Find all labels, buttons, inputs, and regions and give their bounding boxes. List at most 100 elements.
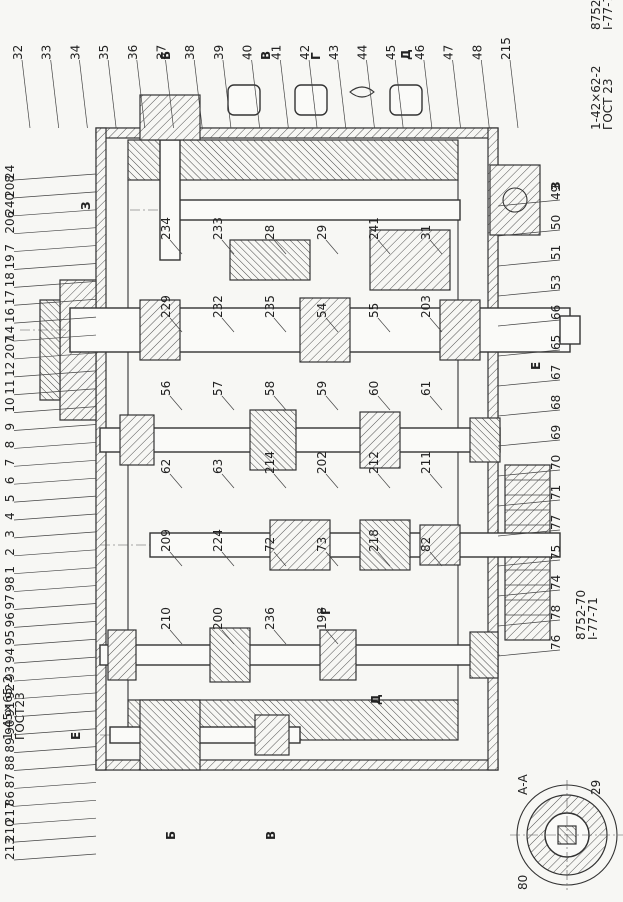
callout-labels_right-5: 65 xyxy=(497,335,563,357)
callout-label: 215 xyxy=(499,37,513,60)
callout-labels_inner-30: 210 xyxy=(159,607,183,645)
leader-line xyxy=(497,259,561,267)
callout-label: 33 xyxy=(40,45,54,60)
callout-label: 4 xyxy=(3,512,17,520)
section-mark: Б xyxy=(164,831,178,840)
leader-line xyxy=(222,59,232,129)
leader-line xyxy=(13,621,97,628)
callout-label: 71 xyxy=(549,485,563,500)
callout-label: 198 xyxy=(315,607,329,630)
callout-label: 17 xyxy=(3,290,17,305)
callout-label: 19 xyxy=(3,254,17,269)
section-mark: Е xyxy=(529,362,543,370)
callout-labels_left2-18: 5 xyxy=(3,494,97,503)
leader-line xyxy=(337,59,347,129)
leader-line xyxy=(13,316,97,324)
leader-line xyxy=(280,59,289,129)
leader-line xyxy=(497,409,561,417)
section-mark: Д xyxy=(369,694,383,705)
leader-line xyxy=(13,406,97,413)
callout-labels_right-0: 49 xyxy=(497,185,563,207)
callout-label: 7 xyxy=(3,459,17,467)
callout-label: 87 xyxy=(3,773,17,788)
callout-labels_left-4: 36 xyxy=(126,45,146,129)
callout-label: 50 xyxy=(549,215,563,230)
leader-line xyxy=(13,477,97,485)
leader-line xyxy=(79,59,88,129)
callout-label: 65 xyxy=(549,335,563,350)
callout-label: 207 xyxy=(3,336,17,359)
leader-line xyxy=(429,473,443,489)
callout-label: 37 xyxy=(155,45,169,60)
callout-labels_left-9: 41 xyxy=(269,45,289,129)
callout-labels_left-2: 34 xyxy=(68,45,88,129)
leader-line xyxy=(13,263,97,270)
callout-label: 2 xyxy=(3,548,17,556)
leader-line xyxy=(497,589,561,597)
callout-label: 95 xyxy=(3,630,17,645)
callout-label: 224 xyxy=(211,529,225,552)
section-mark: В xyxy=(264,831,278,840)
callout-label: 90 xyxy=(3,719,17,734)
callout-label: 92 xyxy=(3,684,17,699)
leader-line xyxy=(13,549,97,557)
callout-labels_left2-38: 213 xyxy=(3,837,97,861)
leader-line xyxy=(423,59,433,129)
callout-label: 60 xyxy=(367,381,381,396)
callout-labels_left-13: 45 xyxy=(384,45,404,129)
leader-line xyxy=(429,317,443,333)
callout-label: 98 xyxy=(3,576,17,591)
callout-label: 3 xyxy=(3,530,17,538)
callout-labels_inner-32: 236 xyxy=(263,607,287,645)
section-mark: Г xyxy=(319,607,333,615)
callout-labels_left-14: 46 xyxy=(413,45,433,129)
callout-labels_inner-33: 198 xyxy=(315,607,339,645)
callout-labels_inner-20: 214 xyxy=(263,451,287,489)
callout-labels_left2-22: 1 xyxy=(3,566,97,575)
callout-label: 59 xyxy=(315,381,329,396)
callout-labels_right-15: 76 xyxy=(497,635,563,657)
bottom-left-block xyxy=(139,699,201,771)
callout-label: 202 xyxy=(315,451,329,474)
leader-line xyxy=(377,551,391,567)
callout-labels_inner-22: 212 xyxy=(367,451,391,489)
section-mark: Д xyxy=(399,49,413,60)
leader-line xyxy=(13,638,97,646)
main-spindle xyxy=(20,297,581,363)
callout-label: 8 xyxy=(3,441,17,449)
callout-label: 47 xyxy=(442,45,456,60)
leader-line xyxy=(497,349,561,357)
leader-line xyxy=(50,59,60,129)
section-view-labels: А-А 29 80 xyxy=(516,773,603,890)
callout-label: 69 xyxy=(549,425,563,440)
callout-labels_left2-37: 210 xyxy=(3,819,97,843)
callout-label: 16 xyxy=(3,308,17,323)
callout-label: 48 xyxy=(470,45,484,60)
callout-label: 1 xyxy=(3,566,17,574)
stamp-top-line2: ГОСТ 23 xyxy=(601,78,615,130)
callout-labels_left2-19: 4 xyxy=(3,512,97,521)
leader-line xyxy=(13,656,97,664)
callout-label: 89 xyxy=(3,737,17,752)
callout-labels_right-14: 78 xyxy=(497,605,563,627)
callout-labels_inner-13: 57 xyxy=(211,381,235,411)
callout-labels_inner-2: 28 xyxy=(263,225,287,255)
callout-labels_inner-27: 73 xyxy=(315,537,339,567)
leader-line xyxy=(452,59,461,129)
callout-labels_left2-34: 87 xyxy=(3,773,97,789)
leader-line xyxy=(13,603,97,610)
callout-label: 40 xyxy=(241,45,255,60)
callout-labels_inner-15: 59 xyxy=(315,381,339,411)
callout-labels_right-2: 51 xyxy=(497,245,563,267)
leader-line xyxy=(13,442,97,449)
callout-labels_inner-26: 72 xyxy=(263,537,287,567)
callout-labels_left2-29: 92 xyxy=(3,684,97,700)
callout-labels_left2-9: 14 xyxy=(3,326,97,342)
leader-line xyxy=(497,439,561,447)
callout-label: 55 xyxy=(367,303,381,318)
callout-labels_left2-3: 206 xyxy=(3,211,97,235)
leader-line xyxy=(325,629,339,645)
callout-label: 45 xyxy=(384,45,398,60)
